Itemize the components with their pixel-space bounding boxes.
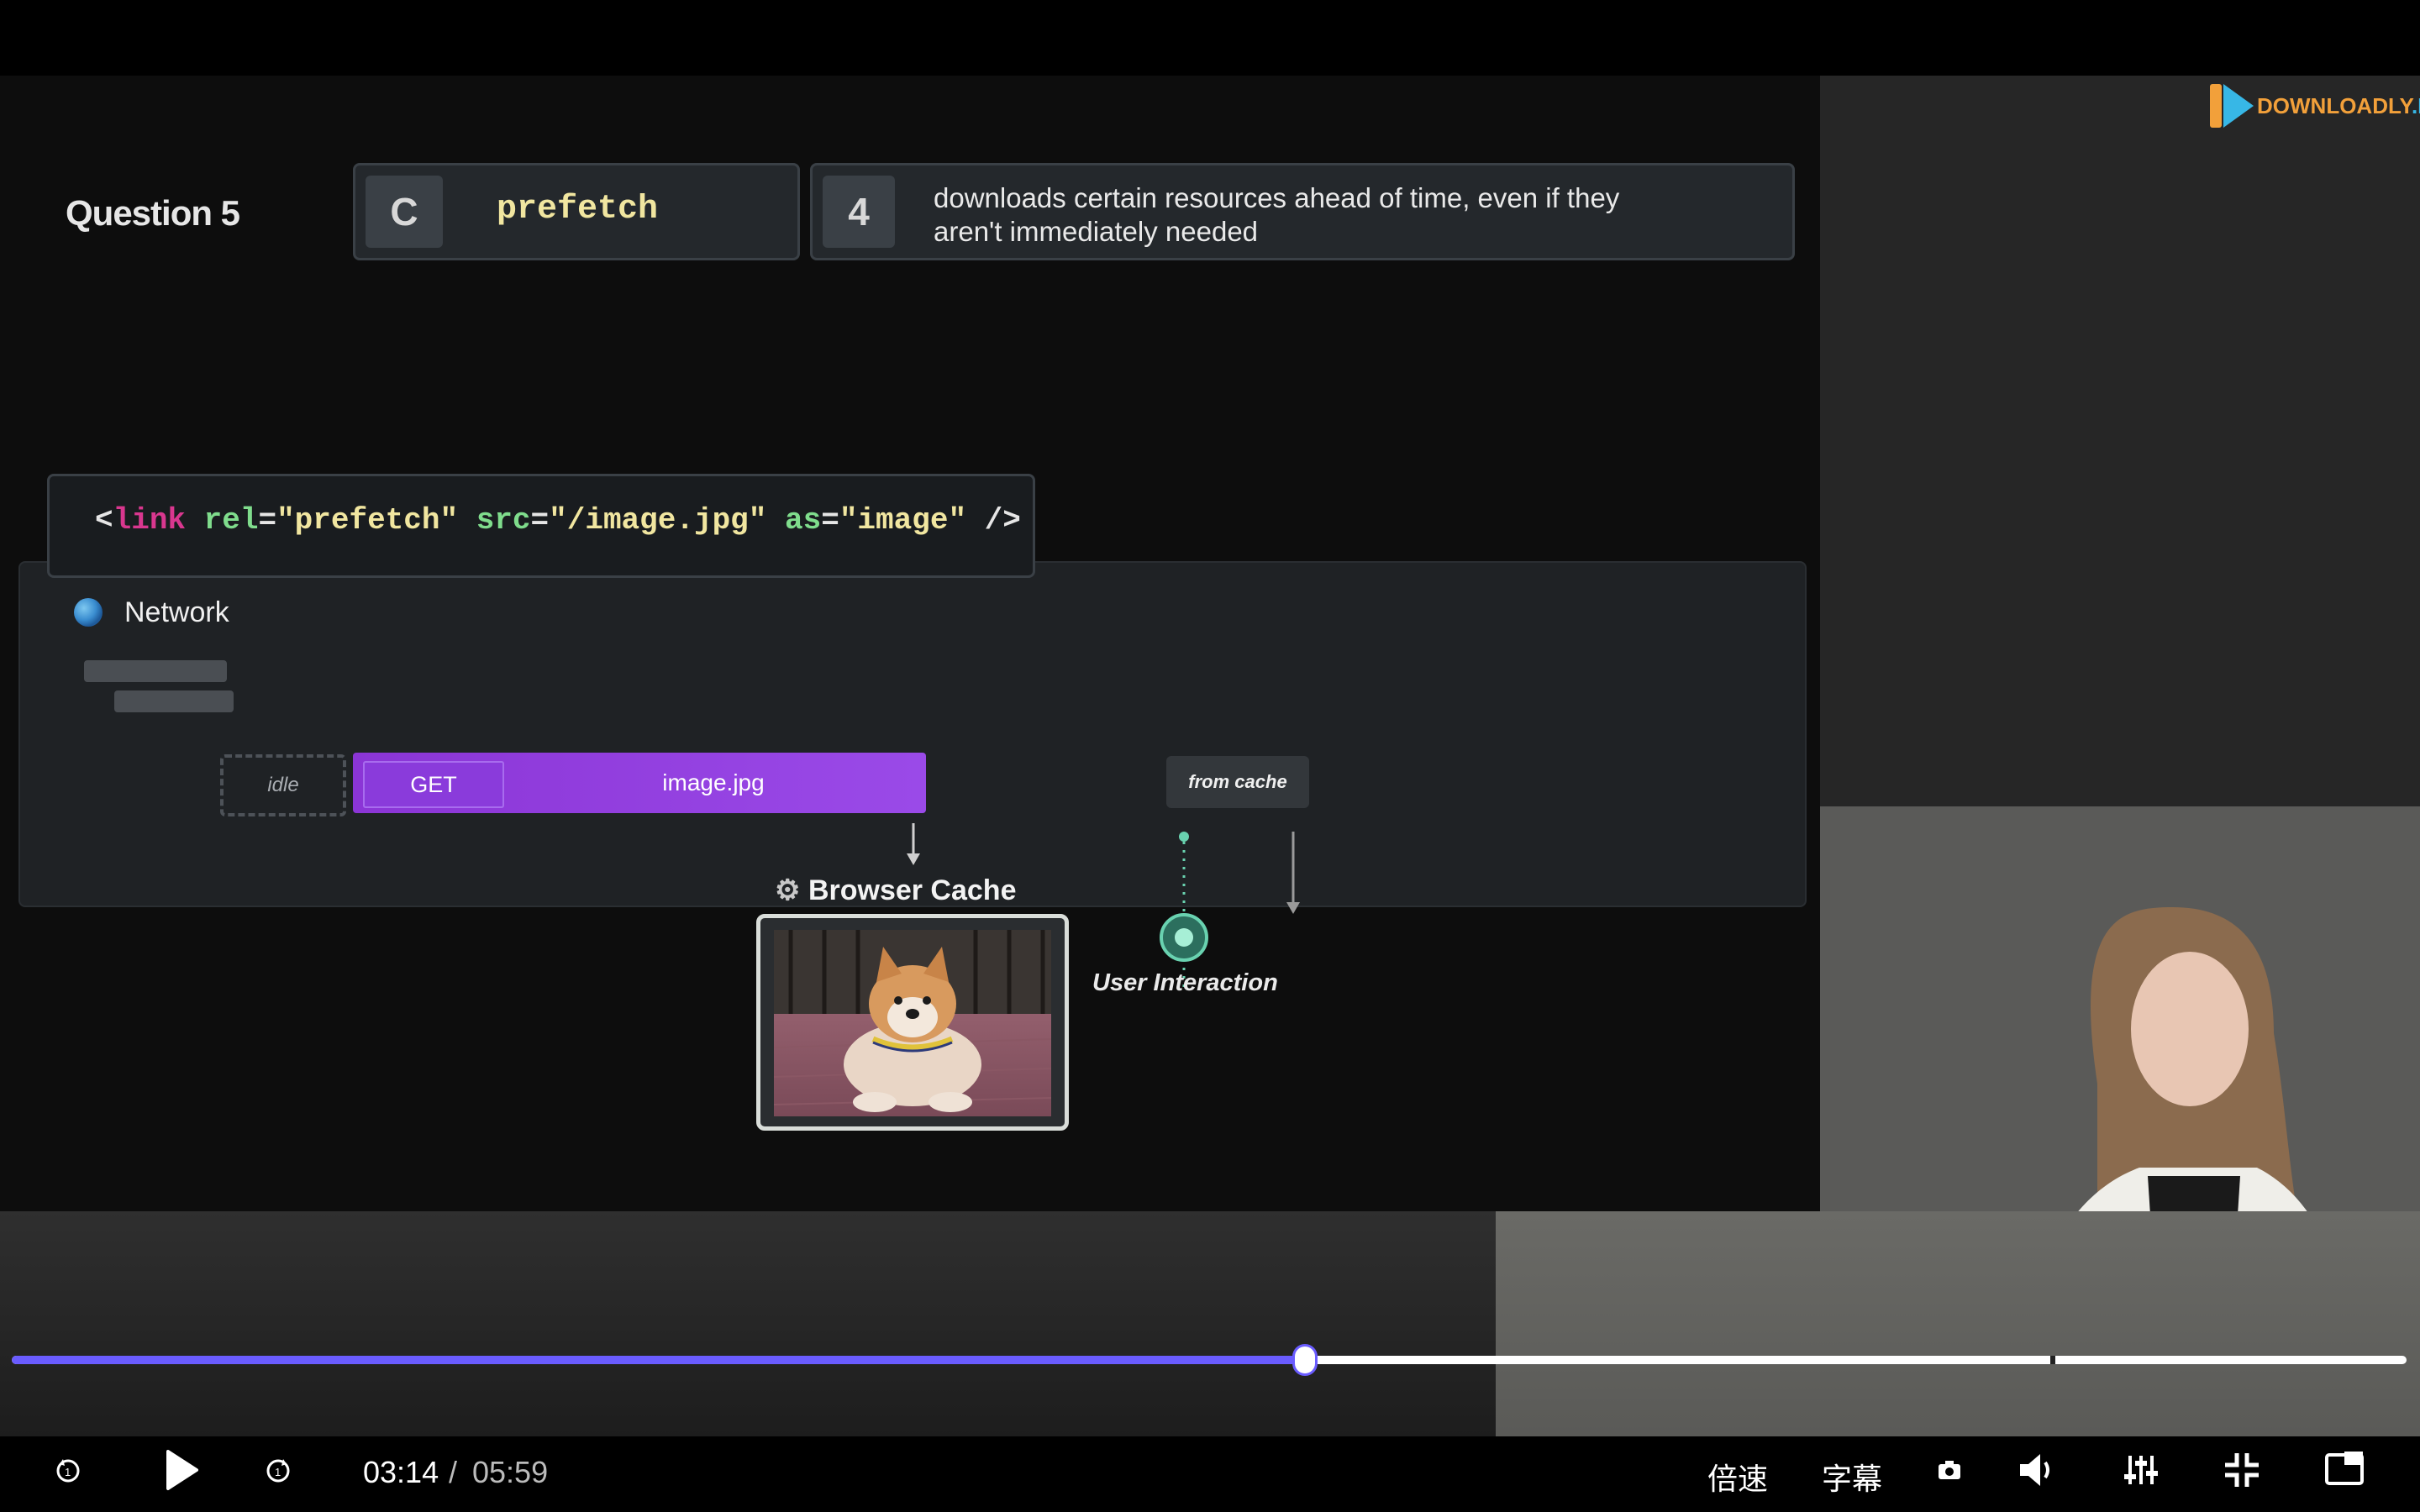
globe-icon: [74, 598, 103, 627]
code-val-as: "image": [839, 503, 967, 538]
buffer-marker: [2050, 1356, 2055, 1364]
arrow-down-icon: [907, 853, 920, 865]
top-letterbox: [0, 0, 2420, 76]
arrow-down-icon: [1286, 902, 1300, 914]
room-background: [1496, 1211, 2420, 1436]
current-time: 03:14: [363, 1455, 439, 1489]
code-attr-as: as: [785, 503, 822, 538]
player-control-bar: 1 1 03:14 / 05:59 倍速 字幕: [0, 1438, 2420, 1512]
code-open: <: [95, 503, 113, 538]
subtitles-button[interactable]: 字幕: [1822, 1462, 1883, 1496]
play-logo-icon: [2210, 84, 2254, 128]
user-interaction-label: User Interaction: [1092, 969, 1278, 996]
watermark-suffix: .IR: [2411, 92, 2420, 118]
watermark-main: DOWNLOADLY: [2257, 92, 2412, 118]
slide-bottom-gradient: [0, 1211, 1496, 1436]
definition-line-2: aren't immediately needed: [934, 216, 1259, 247]
volume-icon[interactable]: [2013, 1448, 2060, 1492]
cached-image-frame: [756, 914, 1069, 1131]
code-attr-rel: rel: [203, 503, 259, 538]
request-bar: GET image.jpg: [353, 753, 926, 813]
code-tag: link: [113, 503, 187, 538]
definition-line-1: downloads certain resources ahead of tim…: [934, 182, 1620, 213]
svg-text:1: 1: [275, 1466, 281, 1478]
exit-fullscreen-icon[interactable]: [2220, 1448, 2264, 1492]
placeholder-bar: [84, 660, 227, 682]
play-icon[interactable]: [156, 1443, 207, 1497]
definition-card: 4 downloads certain resources ahead of t…: [810, 163, 1795, 260]
browser-cache-title: Browser Cache: [808, 874, 1017, 906]
from-cache-chip: from cache: [1166, 756, 1309, 808]
watermark-logo: DOWNLOADLY.IR: [2210, 81, 2420, 131]
settings-sliders-icon[interactable]: [2119, 1448, 2163, 1492]
browser-cache-label: ⚙ Browser Cache: [775, 874, 1016, 907]
answer-card: C prefetch: [353, 163, 800, 260]
definition-number-badge: 4: [823, 176, 895, 248]
progress-played: [12, 1356, 1305, 1364]
code-close: />: [966, 503, 1021, 538]
connector-lines: [907, 823, 1300, 990]
video-surface[interactable]: Question 5 C prefetch 4 downloads certai…: [0, 76, 2420, 1436]
code-val-rel: "prefetch": [276, 503, 459, 538]
presentation-slide: Question 5 C prefetch 4 downloads certai…: [0, 76, 1820, 1211]
code-snippet: <link rel="prefetch" src="/image.jpg" as…: [47, 474, 1035, 578]
code-val-src: "/image.jpg": [549, 503, 767, 538]
time-separator: /: [449, 1455, 458, 1489]
answer-keyword: prefetch: [497, 191, 659, 228]
total-time: 05:59: [472, 1455, 549, 1489]
answer-letter-badge: C: [366, 176, 443, 248]
watermark-text: DOWNLOADLY.IR: [2257, 93, 2420, 119]
progress-scrubber-handle[interactable]: [1292, 1344, 1318, 1376]
code-attr-src: src: [476, 503, 531, 538]
question-title: Question 5: [66, 193, 240, 233]
forward-icon[interactable]: 1: [257, 1450, 299, 1492]
request-method-chip: GET: [363, 761, 504, 808]
screenshot-camera-icon[interactable]: [1931, 1452, 1968, 1488]
placeholder-bar: [114, 690, 234, 712]
rewind-icon[interactable]: 1: [47, 1450, 89, 1492]
playback-speed-button[interactable]: 倍速: [1707, 1462, 1769, 1496]
dog-photo: [774, 930, 1051, 1116]
picture-in-picture-icon[interactable]: [2321, 1446, 2368, 1490]
network-title: Network: [124, 596, 229, 628]
svg-text:1: 1: [65, 1466, 71, 1478]
request-filename: image.jpg: [662, 769, 765, 795]
gear-icon: ⚙: [775, 874, 801, 906]
code-line: <link rel="prefetch" src="/image.jpg" as…: [95, 503, 1021, 538]
idle-box: idle: [220, 754, 346, 816]
